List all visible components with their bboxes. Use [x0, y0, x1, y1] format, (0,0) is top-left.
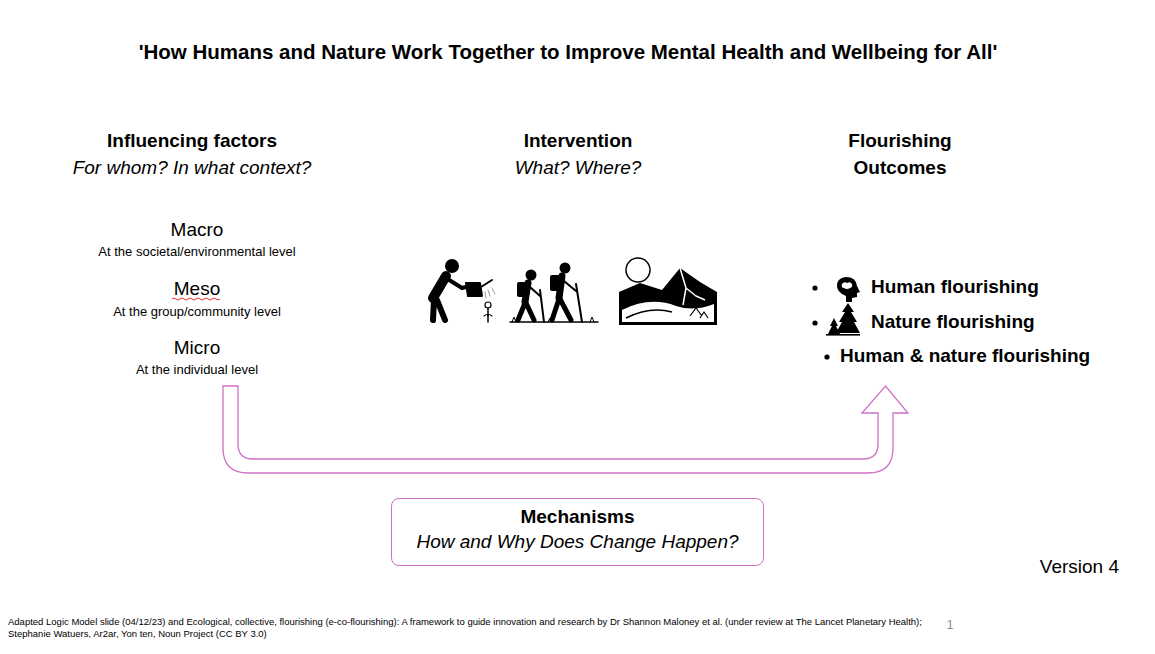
- level-description: At the group/community level: [113, 305, 281, 320]
- box-heading: Mechanisms: [404, 505, 751, 530]
- mechanism-box: MechanismsHow and Why Does Change Happen…: [391, 498, 764, 566]
- column-heading: Influencing factors: [107, 130, 277, 152]
- outcome-item: Human flourishing: [871, 276, 1039, 298]
- level-description: At the societal/environmental level: [98, 245, 295, 260]
- page-number: 1: [947, 619, 954, 633]
- column-question: For whom? In what context?: [73, 157, 312, 179]
- column-heading: Flourishing Outcomes: [833, 128, 968, 181]
- landscape-icon: [619, 258, 717, 325]
- citation-footnote: Adapted Logic Model slide (04/12/23) and…: [8, 616, 923, 640]
- flow-arrow: [223, 386, 908, 473]
- trees-icon: [826, 303, 860, 336]
- version-note: Version 4: [1040, 556, 1119, 578]
- gardener-icon: [433, 259, 495, 322]
- column-heading: Intervention: [524, 130, 633, 152]
- outcome-item: Human & nature flourishing: [840, 345, 1090, 367]
- column-question: What? Where?: [515, 157, 642, 179]
- level-description: At the individual level: [136, 363, 258, 378]
- box-question: How and Why Does Change Happen?: [404, 530, 751, 555]
- head-icon: [837, 277, 860, 302]
- level-name: Macro: [171, 219, 224, 241]
- level-name: Meso: [174, 278, 220, 300]
- diagram-title: 'How Humans and Nature Work Together to …: [139, 40, 998, 64]
- bullet-dots: [812, 285, 829, 359]
- level-name: Micro: [174, 337, 220, 359]
- outcome-item: Nature flourishing: [871, 311, 1035, 333]
- hikers-icon: [510, 263, 598, 323]
